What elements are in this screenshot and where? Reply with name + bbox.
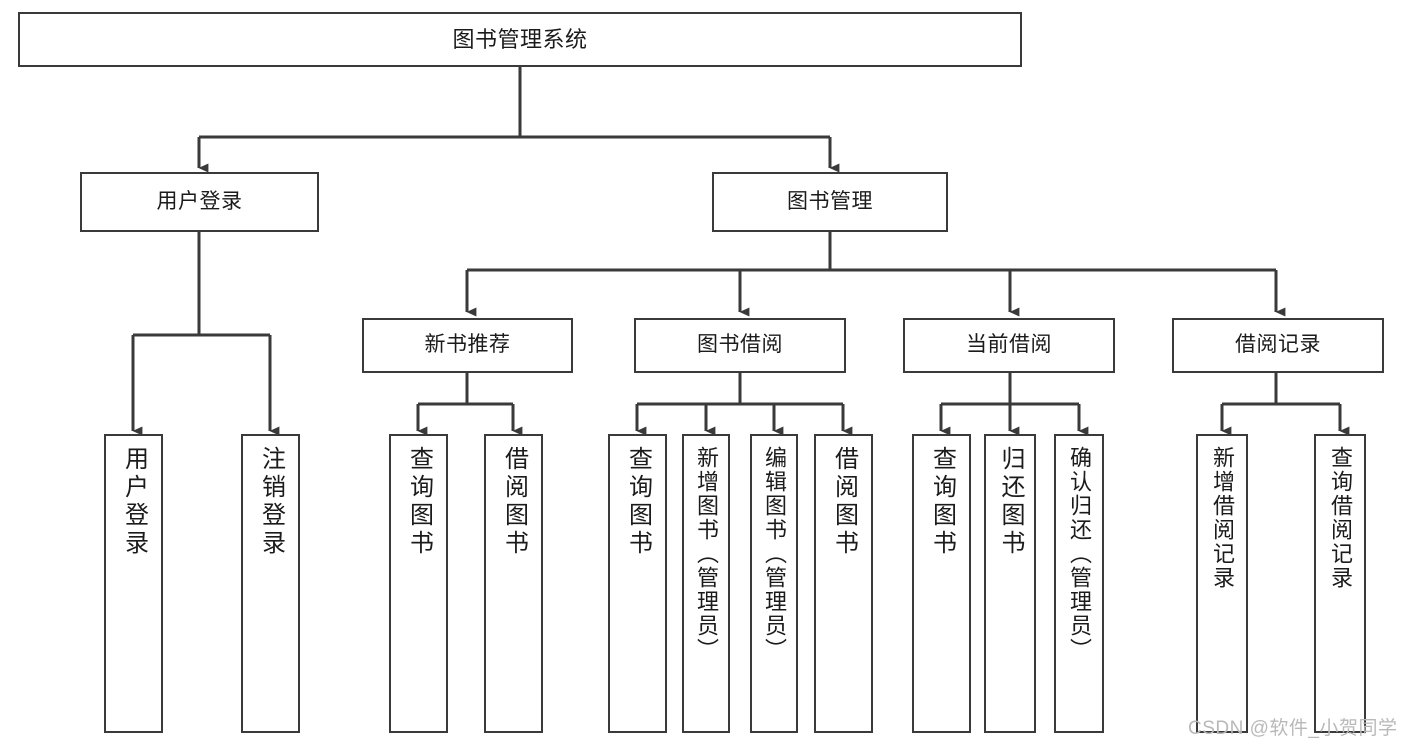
node-label: 新书推荐 <box>424 333 511 357</box>
leaf-book-borrow-query-book[interactable]: 查询图书 <box>608 434 667 733</box>
node-label: 查询图书 <box>405 446 433 558</box>
node-label: 确认归还（管理员） <box>1067 446 1092 662</box>
node-label: 注销登录 <box>257 446 285 558</box>
node-root-book-management-system[interactable]: 图书管理系统 <box>18 12 1022 67</box>
node-label: 当前借阅 <box>966 333 1052 357</box>
node-label: 归还图书 <box>997 446 1024 558</box>
leaf-new-book-query-book[interactable]: 查询图书 <box>389 434 448 733</box>
node-label: 查询借阅记录 <box>1328 446 1353 590</box>
node-borrow-record[interactable]: 借阅记录 <box>1172 318 1384 373</box>
node-book-borrow[interactable]: 图书借阅 <box>634 318 846 373</box>
node-new-book-recommend[interactable]: 新书推荐 <box>362 318 573 373</box>
node-label: 图书管理 <box>787 189 873 213</box>
leaf-book-borrow-borrow-book[interactable]: 借阅图书 <box>814 434 873 733</box>
leaf-current-borrow-return-book[interactable]: 归还图书 <box>984 434 1036 733</box>
node-label: 图书管理系统 <box>452 26 588 52</box>
node-label: 用户登录 <box>120 446 148 558</box>
node-label: 用户登录 <box>156 189 243 213</box>
node-label: 查询图书 <box>928 446 956 558</box>
leaf-current-borrow-confirm-return-admin[interactable]: 确认归还（管理员） <box>1054 434 1104 733</box>
node-label: 借阅图书 <box>830 446 858 558</box>
node-label: 图书借阅 <box>697 333 783 357</box>
node-current-borrow[interactable]: 当前借阅 <box>903 318 1115 373</box>
csdn-watermark: CSDN @软件_小贺同学 <box>1188 718 1398 739</box>
leaf-borrow-record-add-record[interactable]: 新增借阅记录 <box>1196 434 1248 733</box>
node-label: 新增图书（管理员） <box>694 446 719 662</box>
leaf-new-book-borrow-book[interactable]: 借阅图书 <box>484 434 543 733</box>
leaf-current-borrow-query-book[interactable]: 查询图书 <box>912 434 971 733</box>
node-user-login[interactable]: 用户登录 <box>80 172 319 232</box>
node-label: 借阅记录 <box>1235 333 1321 357</box>
leaf-logout[interactable]: 注销登录 <box>241 434 300 733</box>
node-label: 查询图书 <box>624 446 652 558</box>
node-label: 编辑图书（管理员） <box>762 446 787 662</box>
node-label: 借阅图书 <box>500 446 528 558</box>
leaf-borrow-record-query-record[interactable]: 查询借阅记录 <box>1314 434 1366 733</box>
node-book-management[interactable]: 图书管理 <box>712 172 948 232</box>
leaf-user-login[interactable]: 用户登录 <box>104 434 163 733</box>
leaf-book-borrow-add-book-admin[interactable]: 新增图书（管理员） <box>682 434 730 733</box>
leaf-book-borrow-edit-book-admin[interactable]: 编辑图书（管理员） <box>750 434 798 733</box>
node-label: 新增借阅记录 <box>1210 446 1235 590</box>
